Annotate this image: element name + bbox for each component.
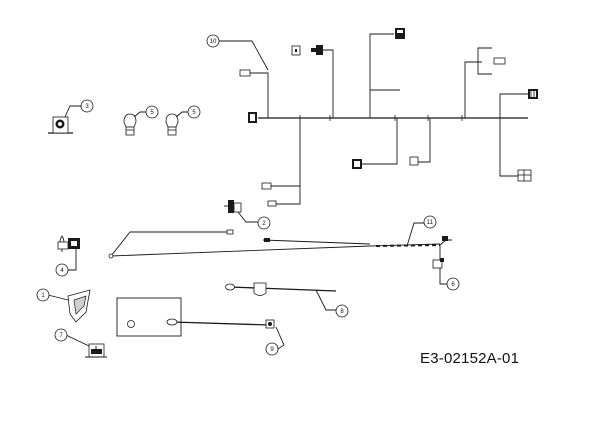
part-5-bulb-left <box>123 111 146 136</box>
callout-9: 9 <box>265 342 279 356</box>
svg-text:3: 3 <box>85 104 89 110</box>
callout-5-left: 5 <box>145 105 159 119</box>
callout-1: 1 <box>36 288 50 302</box>
drawing-code: E3-02152A-01 <box>420 350 520 367</box>
part-1-seat-switch <box>47 289 91 323</box>
callout-11: 11 <box>423 215 437 229</box>
callout-8: 8 <box>335 304 349 318</box>
part-7-fuse-holder <box>65 334 107 358</box>
svg-text:9: 9 <box>270 347 274 353</box>
svg-text:8: 8 <box>340 309 344 315</box>
svg-text:4: 4 <box>60 268 64 274</box>
battery-outline <box>116 297 182 337</box>
part-3-key-switch <box>48 105 81 134</box>
svg-text:5: 5 <box>192 110 196 116</box>
callout-4: 4 <box>55 263 69 277</box>
svg-text:10: 10 <box>210 39 217 45</box>
callout-5-right: 5 <box>187 105 201 119</box>
callout-3: 3 <box>80 99 94 113</box>
part-2-relay <box>224 200 258 223</box>
part-8-fused-cable <box>225 282 337 311</box>
callout-6: 6 <box>446 277 460 291</box>
callout-10: 10 <box>206 34 220 48</box>
part-5-bulb-right <box>165 111 188 136</box>
svg-text:7: 7 <box>59 333 63 339</box>
svg-text:6: 6 <box>451 282 455 288</box>
part-4-lamp-socket <box>57 235 80 271</box>
svg-text:1: 1 <box>41 293 45 299</box>
part-11-engine-harness <box>108 222 452 285</box>
svg-text:2: 2 <box>262 221 266 227</box>
callout-7: 7 <box>54 328 68 342</box>
svg-text:5: 5 <box>150 110 154 116</box>
svg-text:11: 11 <box>427 220 434 226</box>
callout-2: 2 <box>257 216 271 230</box>
part-9-battery-cable <box>166 318 285 350</box>
main-wiring-harness <box>239 28 538 207</box>
